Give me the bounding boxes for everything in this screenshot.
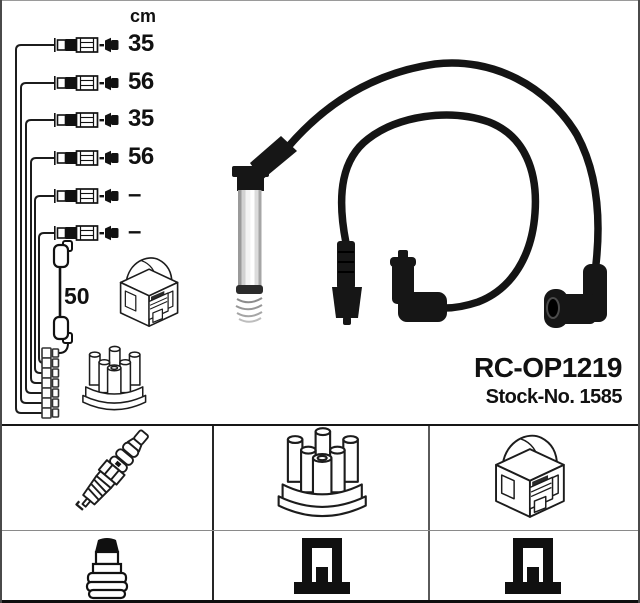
wire-length-3: 35 [128, 105, 154, 132]
distributor-terminal-icon [505, 538, 561, 594]
wire-length-1: 35 [128, 30, 154, 57]
angled-socket-boot [544, 264, 607, 328]
table-row-divider [0, 530, 640, 531]
ignition-coil-drawing [119, 257, 179, 328]
frame-border-top [0, 0, 640, 1]
frame-border-left [0, 0, 2, 603]
wire-length-6: – [128, 218, 141, 245]
wire-length-5: – [128, 181, 141, 208]
coil-wire [52, 240, 73, 354]
distributor-stubs [41, 347, 60, 419]
spark-plug-terminal-icon [85, 536, 129, 600]
straight-connector [332, 241, 362, 325]
looped-cable [337, 111, 540, 312]
wire-length-4: 56 [128, 143, 154, 170]
cable-photo [232, 59, 607, 328]
wire-set-diagram [15, 36, 607, 419]
plug-wire-connectors [53, 36, 120, 242]
table-divider-1 [212, 426, 214, 600]
part-info: RC-OP1219 Stock-No. 1585 [473, 352, 623, 409]
long-cable [284, 59, 602, 268]
wire-length-2: 56 [128, 68, 154, 95]
distributor-cap-drawing [82, 345, 147, 411]
table-divider-2 [428, 426, 430, 600]
angled-boot [390, 250, 447, 322]
spark-plug-icon [75, 429, 149, 511]
coil-wire-length: 50 [64, 283, 90, 309]
frame-border-right [638, 0, 640, 603]
plug-boot-with-sleeve [232, 136, 297, 323]
distributor-cap-icon [277, 427, 367, 518]
ignition-coil-icon [495, 434, 565, 518]
legend-table [0, 424, 640, 603]
part-number: RC-OP1219 [473, 352, 623, 383]
stock-number: Stock-No. 1585 [485, 385, 623, 408]
unit-label: cm [130, 6, 157, 26]
wire-bus-lines [15, 44, 55, 414]
distributor-terminal-icon [294, 538, 350, 594]
